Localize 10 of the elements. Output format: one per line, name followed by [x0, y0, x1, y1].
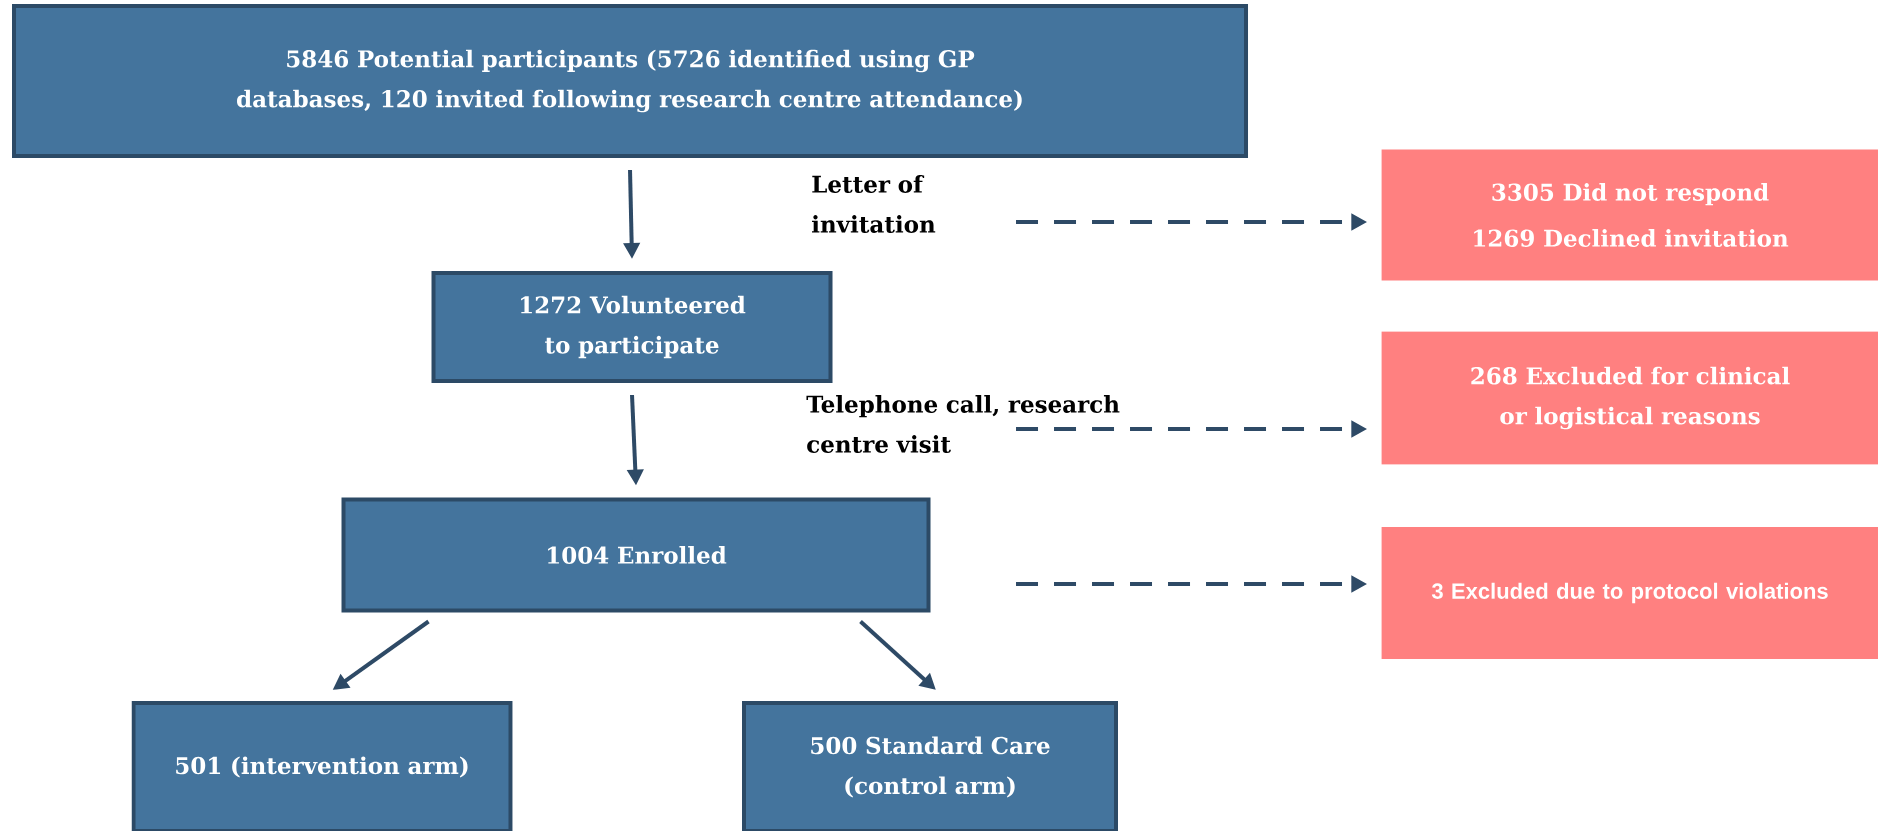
step-label: Letter of invitation	[812, 175, 936, 233]
exclusion-box: 268 Excluded for clinical or logistical reasons	[1381, 331, 1878, 465]
exclusion-box: 3 Excluded due to protocol violations	[1381, 527, 1878, 659]
exclusion-box: 3305 Did not respond 1269 Declined invitation	[1381, 149, 1878, 281]
process-box: 501 (intervention arm)	[131, 701, 513, 831]
process-box: 500 Standard Care (control arm)	[742, 701, 1118, 831]
step-label: Telephone call, research centre visit	[806, 395, 1120, 453]
process-box: 1272 Volunteered to participate	[431, 271, 833, 383]
process-box: 1004 Enrolled	[341, 497, 931, 613]
process-box: 5846 Potential participants (5726 identified using GP databases, 120 invited following research centre attendance)	[12, 4, 1248, 158]
